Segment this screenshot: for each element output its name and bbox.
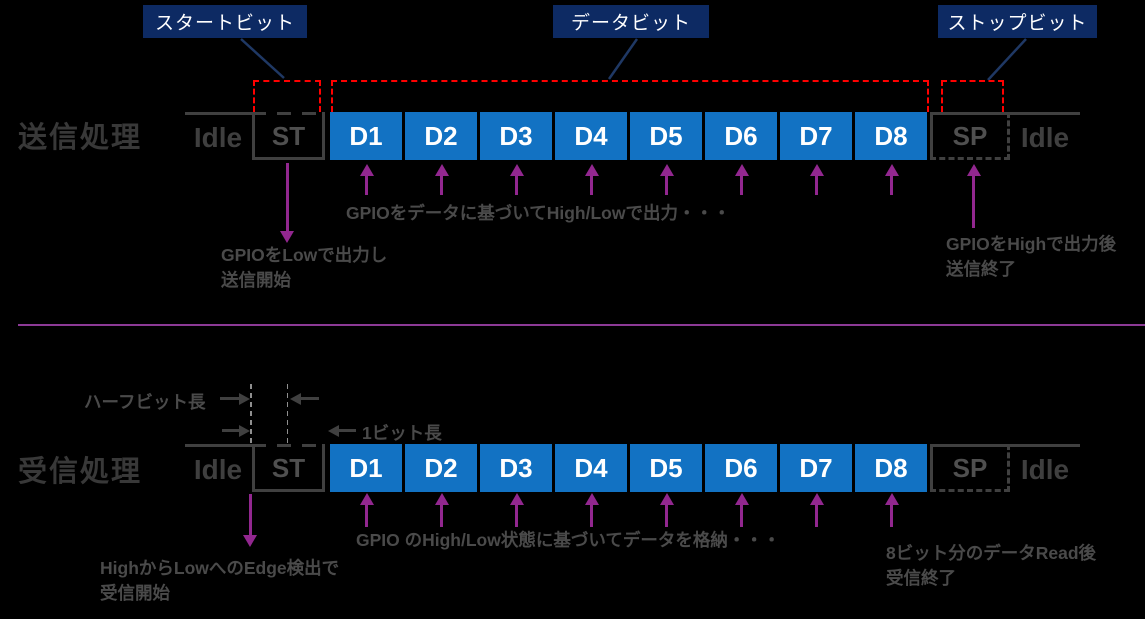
tx-start-arrow-down-icon (280, 163, 294, 243)
tx-d4-arrow-up-icon (584, 164, 599, 195)
red-highlight-start-bit (253, 80, 321, 112)
rx-data-bit-d3: D3 (480, 444, 552, 492)
red-highlight-data-bits (331, 80, 929, 112)
callout-data-bit: データビット (553, 5, 709, 38)
rx-data-bit-d6: D6 (705, 444, 777, 492)
tx-data-bit-d4: D4 (555, 112, 627, 160)
rx-start-bit-label: ST (271, 452, 306, 483)
tx-data-note: GPIOをデータに基づいてHigh/Lowで出力・・・ (346, 203, 731, 223)
rx-start-bit-dashed-top (252, 444, 325, 447)
rx-stop-bit-box (930, 444, 1010, 492)
rx-start-bit-box (252, 444, 325, 492)
rx-data-bit-d7: D7 (780, 444, 852, 492)
rx-d4-arrow-up-icon (584, 493, 599, 527)
tx-stop-arrow-up-icon (966, 164, 981, 228)
rx-data-bit-d1: D1 (330, 444, 402, 492)
rx-section-label: 受信処理 (18, 456, 143, 488)
rx-stop-note: 8ビット分のデータRead後 受信終了 (886, 541, 1096, 591)
tx-data-bit-d5: D5 (630, 112, 702, 160)
rx-idle-left-label: Idle (193, 454, 243, 485)
tx-start-bit-box (252, 112, 325, 160)
tx-d3-arrow-up-icon (509, 164, 524, 195)
tx-start-note: GPIOをLowで出力し 送信開始 (221, 243, 387, 293)
tx-d7-arrow-up-icon (809, 164, 824, 195)
rx-d5-arrow-up-icon (659, 493, 674, 527)
red-highlight-stop-bit (941, 80, 1004, 112)
rx-d8-arrow-up-icon (884, 493, 899, 527)
rx-d1-arrow-up-icon (359, 493, 374, 527)
rx-data-bit-d8: D8 (855, 444, 927, 492)
rx-one-bit-length-label: 1ビット長 (362, 423, 442, 443)
tx-idle-right-line (930, 112, 1080, 115)
tx-section-label: 送信処理 (18, 122, 143, 154)
start-bit-connector-line (240, 38, 285, 79)
rx-start-note-line2: 受信開始 (100, 583, 170, 603)
rx-half-bit-dashed-line (286, 384, 288, 444)
rx-start-edge-dashed-line (250, 384, 252, 444)
rx-idle-right-label: Idle (1020, 454, 1070, 485)
tx-start-note-line1: GPIOをLowで出力し (221, 245, 388, 265)
tx-start-note-line2: 送信開始 (221, 270, 291, 290)
tx-data-bit-d7: D7 (780, 112, 852, 160)
tx-data-bit-d2: D2 (405, 112, 477, 160)
rx-d3-arrow-up-icon (509, 493, 524, 527)
rx-idle-right-line (930, 444, 1080, 447)
rx-data-bit-d5: D5 (630, 444, 702, 492)
tx-start-bit-dashed-top (252, 112, 325, 115)
rx-stop-note-line2: 受信終了 (886, 568, 956, 588)
callout-stop-bit: ストップビット (938, 5, 1097, 38)
tx-d8-arrow-up-icon (884, 164, 899, 195)
section-divider-line (18, 324, 1145, 326)
rx-start-arrow-down-icon (243, 494, 257, 547)
rx-start-note-line1: HighからLowへのEdge検出で (100, 558, 340, 578)
rx-half-bit-arrow-right-icon (220, 392, 250, 405)
tx-stop-note: GPIOをHighで出力後 送信終了 (946, 232, 1116, 282)
rx-one-bit-arrow-right-icon (222, 424, 250, 437)
tx-start-bit-label: ST (271, 120, 306, 151)
rx-half-bit-length-label: ハーフビット長 (84, 392, 206, 412)
rx-d7-arrow-up-icon (809, 493, 824, 527)
tx-idle-left-label: Idle (193, 122, 243, 153)
tx-stop-note-line1: GPIOをHighで出力後 (946, 234, 1117, 254)
tx-data-bit-d8: D8 (855, 112, 927, 160)
stop-bit-connector-line (987, 38, 1027, 81)
tx-d1-arrow-up-icon (359, 164, 374, 195)
tx-data-bit-d3: D3 (480, 112, 552, 160)
rx-stop-bit-label: SP (952, 452, 988, 483)
rx-d6-arrow-up-icon (734, 493, 749, 527)
tx-stop-bit-box (930, 112, 1010, 160)
callout-start-bit: スタートビット (143, 5, 307, 38)
rx-stop-note-line1: 8ビット分のデータRead後 (886, 543, 1097, 563)
tx-stop-bit-label: SP (952, 120, 988, 151)
rx-idle-left-line (185, 444, 253, 447)
tx-d2-arrow-up-icon (434, 164, 449, 195)
rx-data-bit-d4: D4 (555, 444, 627, 492)
tx-data-bit-d6: D6 (705, 112, 777, 160)
tx-d5-arrow-up-icon (659, 164, 674, 195)
rx-half-bit-arrow-left-icon (290, 392, 319, 405)
rx-d2-arrow-up-icon (434, 493, 449, 527)
tx-data-bit-d1: D1 (330, 112, 402, 160)
tx-d6-arrow-up-icon (734, 164, 749, 195)
data-bit-connector-line (607, 38, 639, 80)
tx-idle-right-label: Idle (1020, 122, 1070, 153)
rx-data-note: GPIO のHigh/Low状態に基づいてデータを格納・・・ (356, 530, 781, 550)
tx-stop-note-line2: 送信終了 (946, 259, 1016, 279)
rx-one-bit-arrow-left-icon (328, 424, 356, 437)
tx-idle-left-line (185, 112, 253, 115)
rx-start-note: HighからLowへのEdge検出で 受信開始 (100, 556, 339, 606)
rx-data-bit-d2: D2 (405, 444, 477, 492)
